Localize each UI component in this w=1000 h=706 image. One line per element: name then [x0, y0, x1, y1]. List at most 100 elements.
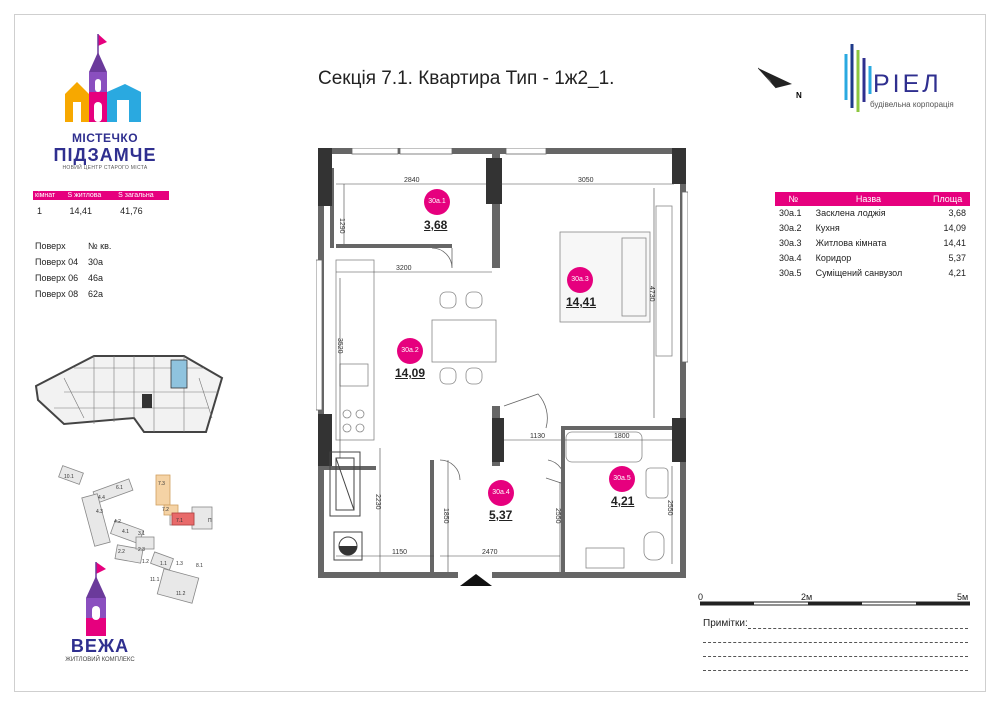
rooms-header: № [775, 192, 812, 206]
room-area-label: 4,21 [611, 494, 635, 508]
veza-line2: ЖИТЛОВИЙ КОМПЛЕКС [65, 657, 135, 663]
dimension-label: 4730 [648, 286, 655, 302]
site-label: П [208, 518, 212, 524]
site-label: 1.2 [142, 559, 149, 565]
brand-line3: НОВИЙ ЦЕНТР СТАРОГО МІСТА [62, 165, 148, 171]
summary-header: S житлова [65, 191, 117, 200]
brand-text: МІСТЕЧКО ПІДЗАМЧЕ НОВИЙ ЦЕНТР СТАРОГО МІ… [40, 131, 170, 171]
dimension-label: 1800 [614, 433, 630, 440]
room-badge: 30а.2 [397, 338, 423, 364]
room-name: Кухня [815, 223, 840, 233]
apartment-number: 30а [88, 257, 104, 267]
notes-line [748, 628, 968, 629]
site-label: 7.1 [176, 518, 183, 524]
room-badge: 30а.5 [609, 466, 635, 492]
notes-line [703, 642, 968, 643]
site-label: 7.3 [158, 481, 165, 487]
site-label: 11.1 [150, 577, 160, 583]
site-label: 3.1 [138, 531, 145, 537]
highlighted-apartment [170, 359, 188, 389]
dimension-label: 2230 [374, 494, 381, 510]
north-label: N [796, 91, 802, 100]
apartment-number: 46а [88, 273, 104, 283]
site-label: 4.4 [98, 495, 105, 501]
room-name: Коридор [815, 253, 852, 263]
room-badge: 30а.3 [567, 267, 593, 293]
dimension-label: 3050 [578, 177, 594, 184]
table-row: 30а.2 Кухня 14,09 [775, 221, 970, 236]
veza-line1: ВЕЖА [70, 636, 130, 656]
dimension-label: 1150 [392, 549, 407, 556]
site-label: 4.3 [96, 509, 103, 515]
north-arrow-icon: N [758, 67, 802, 100]
room-area: 14,41 [943, 238, 966, 248]
room-area-label: 14,41 [566, 295, 597, 309]
brand-line2: ПІДЗАМЧЕ [53, 145, 157, 165]
entrance-arrow-icon [460, 574, 492, 586]
developer-name: РІЕЛ [873, 70, 942, 98]
room-number: 30а.2 [779, 223, 802, 233]
floor-key-plan [34, 355, 224, 433]
site-label: 6.1 [116, 485, 123, 491]
veza-brand: ВЕЖА ЖИТЛОВИЙ КОМПЛЕКС [55, 636, 145, 663]
rooms-table: № Назва Площа 30а.1 Засклена лоджія 3,68… [775, 192, 970, 281]
table-row: 30а.4 Коридор 5,37 [775, 251, 970, 266]
table-row: 30а.5 Суміщений санвузол 4,21 [775, 266, 970, 281]
floor-name: Поверх 04 [35, 257, 79, 267]
apartment-number: 62а [88, 289, 104, 299]
room-area-label: 14,09 [395, 366, 426, 380]
summary-living-area: 14,41 [69, 206, 92, 216]
site-label: 1.3 [176, 561, 183, 567]
rooms-header: Назва [811, 192, 926, 206]
site-label: 4.1 [122, 529, 129, 535]
room-number: 30а.1 [779, 208, 802, 218]
table-row: 30а.1 Засклена лоджія 3,68 [775, 206, 970, 221]
apartment-floor-plan: 2840 3050 1290 3200 3520 4730 1130 1800 … [316, 148, 688, 586]
dimension-label: 2840 [404, 177, 420, 184]
scale-label: 0 [698, 592, 704, 602]
summary-rooms: 1 [37, 206, 43, 216]
dimension-label: 2550 [554, 508, 561, 524]
summary-table: кімнат S житлова S загальна 1 14,41 41,7… [33, 191, 169, 216]
dimension-label: 1290 [338, 218, 345, 234]
site-label: 2.2 [118, 549, 125, 555]
site-label: 2.3 [138, 547, 145, 553]
site-label: 4.2 [114, 519, 121, 525]
room-area: 5,37 [948, 253, 966, 263]
scale-label: 5м [957, 592, 969, 602]
site-label: 10.1 [64, 474, 74, 480]
scale-bar [700, 601, 970, 606]
highlighted-section [171, 512, 195, 526]
room-badge: 30а.1 [424, 189, 450, 215]
room-name: Житлова кімната [815, 238, 887, 248]
notes-line [703, 656, 968, 657]
room-number: 30а.4 [779, 253, 802, 263]
scale-label: 2м [801, 592, 813, 602]
page-title: Секція 7.1. Квартира Тип - 1ж2_1. [318, 68, 615, 89]
site-label: 11.2 [176, 591, 186, 597]
room-name: Засклена лоджія [815, 208, 886, 218]
site-label: 8.1 [196, 563, 203, 569]
dimension-label: 3520 [336, 338, 343, 354]
room-area: 4,21 [948, 268, 966, 278]
rooms-header: Площа [925, 192, 970, 206]
room-number: 30а.3 [779, 238, 802, 248]
veza-logo [86, 562, 106, 636]
dimension-label: 2470 [482, 549, 498, 556]
notes-line [703, 670, 968, 671]
page-frame [14, 14, 986, 692]
site-plan: 10.1 6.1 4.4 4.3 4.2 4.1 3.1 2.2 2.3 1.2… [58, 465, 213, 604]
room-badge: 30а.4 [488, 480, 514, 506]
riel-logo [844, 44, 872, 112]
floor-name: Поверх 06 [35, 273, 79, 283]
room-area: 3,68 [948, 208, 966, 218]
dimension-label: 1850 [442, 508, 449, 524]
summary-total-area: 41,76 [120, 206, 143, 216]
room-number: 30а.5 [779, 268, 802, 278]
dimension-label: 3200 [396, 265, 412, 272]
floors-header: Поверх [35, 241, 66, 251]
site-label: 7.2 [162, 507, 169, 513]
room-area: 14,09 [943, 223, 966, 233]
room-area-label: 5,37 [489, 508, 513, 522]
notes-label: Примітки: [703, 618, 748, 629]
